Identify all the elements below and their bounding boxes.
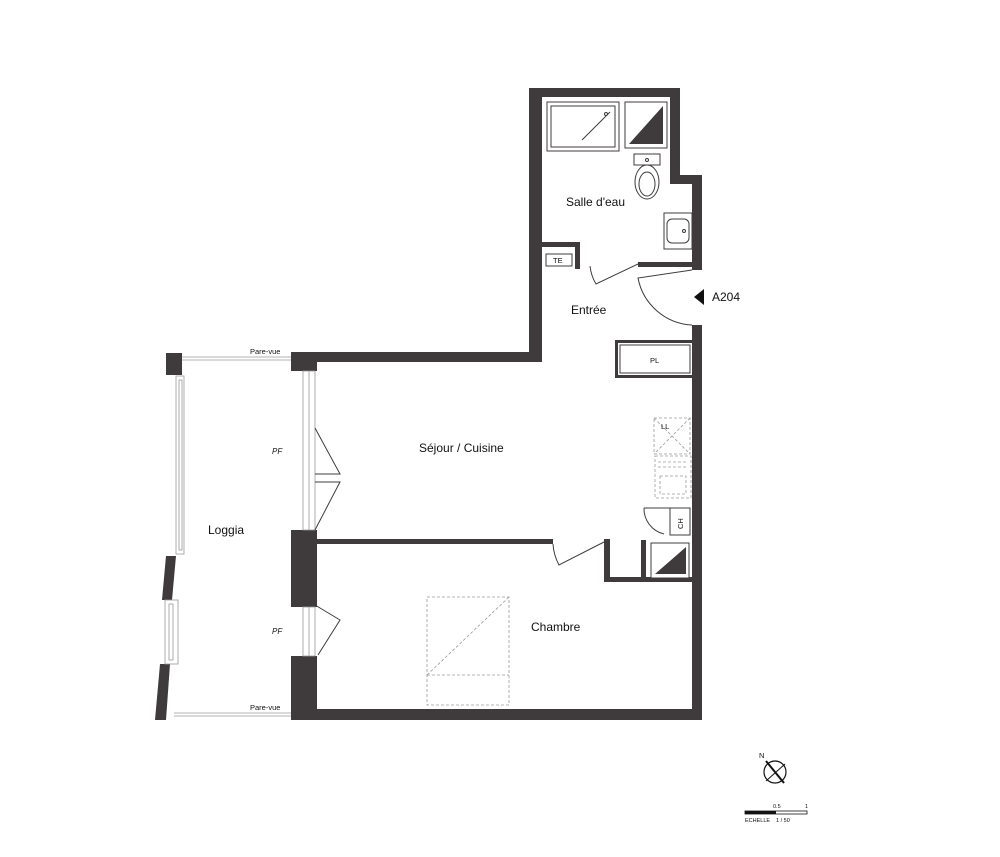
room-label-sejour-cuisine: Séjour / Cuisine — [419, 441, 504, 455]
ch-water-heater — [669, 507, 691, 536]
wall-bath-top — [529, 88, 680, 97]
window-label-pf-top: PF — [272, 447, 283, 456]
pf-bedroom-leaf — [314, 604, 341, 656]
loggia-glazing-upper-inner — [178, 379, 183, 551]
wall-pl-left — [615, 340, 618, 378]
pl-closet-inner — [619, 344, 691, 374]
fixture-label-te: TE — [553, 256, 563, 265]
scale-bar-fill — [745, 811, 776, 814]
wall-bath-right-upper — [670, 88, 680, 184]
shower-inner — [550, 105, 616, 148]
compass-needle — [765, 760, 785, 784]
wall-pl-top — [615, 340, 695, 343]
scale-mark-mid: 0.5 — [773, 804, 781, 810]
wall-facade-top — [291, 352, 317, 371]
wall-bottom — [291, 709, 702, 720]
room-label-loggia: Loggia — [208, 523, 244, 537]
toilet-flush — [645, 158, 649, 162]
wall-loggia-left — [162, 556, 176, 600]
toilet-tank — [633, 153, 661, 166]
bed-outline — [426, 596, 510, 706]
wall-bath-left — [529, 88, 542, 352]
unit-id-label: A204 — [712, 290, 740, 304]
washbasin-drain — [682, 229, 686, 233]
wall-living-top — [291, 352, 542, 362]
scale-mark-end: 1 — [805, 804, 808, 810]
fixture-label-pl: PL — [650, 356, 659, 365]
kitchen-hob — [654, 455, 692, 499]
fixtures — [426, 101, 693, 706]
compass: N — [759, 751, 787, 784]
wall-pl-bottom — [615, 375, 695, 378]
wall-bath-entry-partition — [638, 262, 702, 267]
room-label-entree: Entrée — [571, 303, 607, 317]
pf-living-leaf-2 — [314, 481, 341, 531]
walls — [155, 88, 702, 720]
fixture-label-ch: CH — [676, 518, 685, 529]
toilet-bowl-inner — [638, 171, 656, 197]
te-box — [545, 253, 573, 267]
wall-loggia-top — [166, 353, 182, 375]
kitchen-sink — [659, 475, 687, 495]
shower-diagonal — [581, 111, 611, 141]
entry-door-swing — [637, 269, 693, 326]
room-label-salle-deau: Salle d'eau — [566, 195, 625, 209]
room-label-chambre: Chambre — [531, 620, 581, 634]
window-label-pf-bottom: PF — [272, 627, 283, 636]
ll-diag-2 — [653, 417, 691, 455]
wall-bath-step — [670, 175, 702, 184]
wall-te-partition — [542, 242, 580, 247]
glazing — [164, 356, 341, 717]
scale-caption-right: 1 / 50 — [776, 818, 790, 824]
tech-box-kitchen-fill — [655, 547, 686, 574]
tech-box-bath-fill — [629, 106, 663, 144]
entry-arrow-icon — [694, 289, 704, 305]
shower-drain — [604, 112, 608, 116]
wall-bedroom-partition-right — [604, 539, 610, 581]
pf-living-leaf-1 — [314, 427, 341, 475]
wall-bedroom-partition — [317, 539, 553, 544]
wall-bath-right — [692, 175, 702, 270]
wall-right-main — [692, 325, 702, 720]
pare-vue-label-top: Pare-vue — [250, 347, 280, 356]
bath-door-swing — [589, 263, 639, 285]
loggia-glazing-lower — [164, 599, 179, 665]
ch-door-arc — [643, 507, 665, 535]
fixture-label-ll: LL — [661, 422, 669, 431]
wall-loggia-left-low — [155, 664, 170, 720]
compass-cross — [765, 763, 786, 782]
compass-ring — [763, 760, 787, 784]
loggia-glazing-lower-inner — [168, 603, 174, 661]
wall-kitchen-niche — [641, 540, 646, 580]
pare-vue-label-bottom: Pare-vue — [250, 703, 280, 712]
bed-diagonal — [426, 596, 510, 676]
ll-washing-machine — [653, 417, 691, 455]
bedroom-door-swing — [552, 541, 605, 566]
scale-caption-left: ECHELLE — [745, 818, 770, 824]
wall-te-side — [575, 242, 580, 269]
wall-facade-mid — [291, 530, 317, 607]
doors — [552, 263, 693, 566]
wall-kitchen-return — [604, 577, 692, 582]
compass-north-label: N — [759, 751, 764, 760]
washbasin-bowl — [666, 218, 690, 244]
scale-bar: 0.5 1 ECHELLE 1 / 50 — [744, 804, 808, 824]
loggia-glazing-upper — [175, 375, 185, 555]
